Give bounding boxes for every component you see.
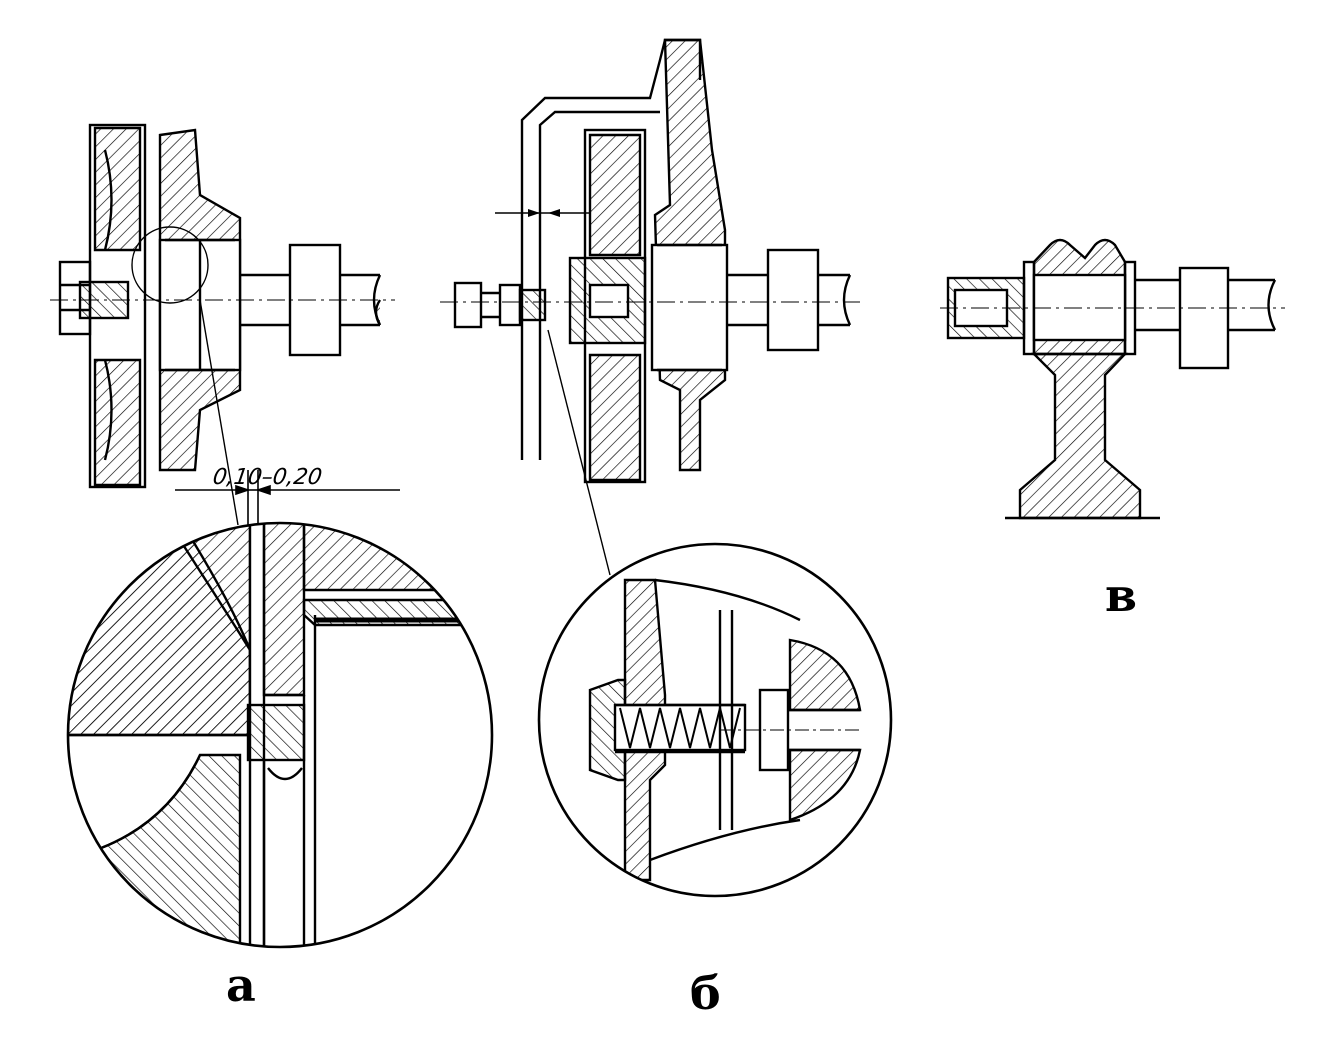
label-c: в [1105,568,1137,622]
label-a: а [226,958,256,1012]
assembly-b [440,38,860,576]
detail-b [539,544,891,896]
detail-a [68,523,492,947]
assembly-a [50,123,395,526]
gap-dimension-text: 0,10–0,20 [211,464,324,490]
assembly-c [940,238,1285,520]
gap-dimension [175,470,400,525]
label-b: б [690,966,721,1020]
